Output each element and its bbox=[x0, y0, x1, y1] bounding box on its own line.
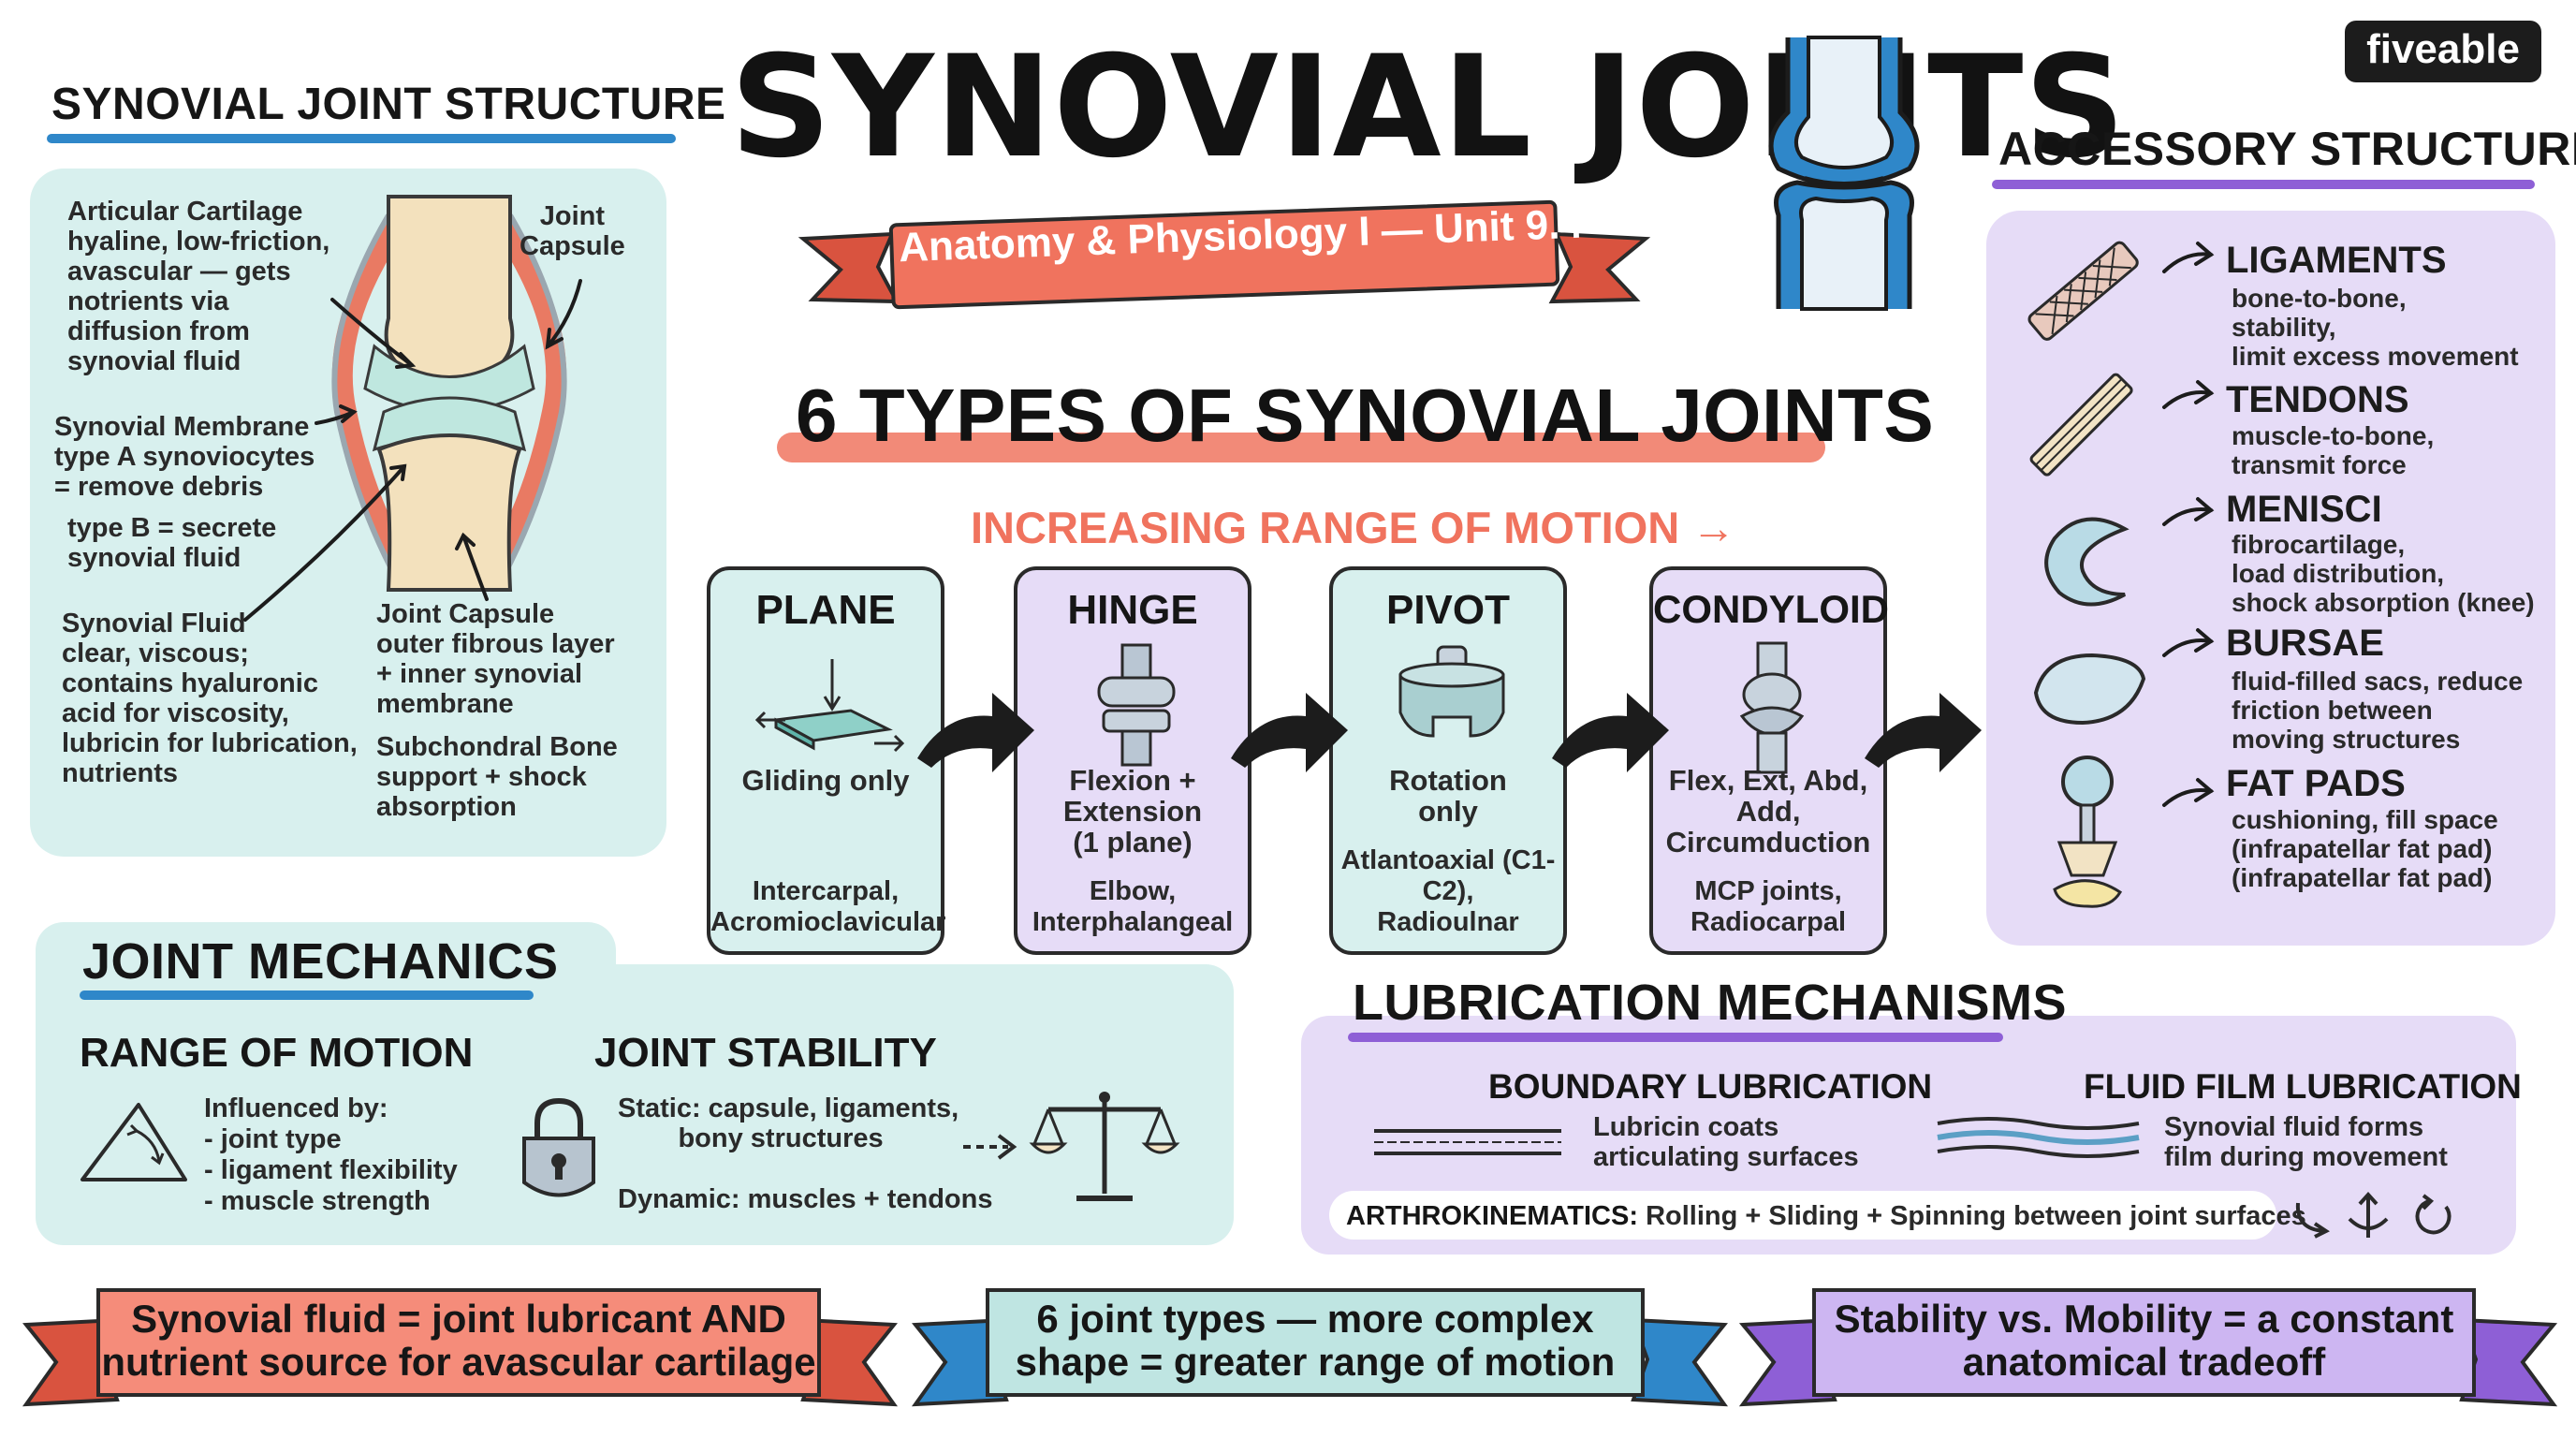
tendon-icon bbox=[2029, 373, 2133, 477]
accessory-name-bursae: BURSAE bbox=[2226, 623, 2384, 664]
accessory-desc-bursae: fluid-filled sacs, reduce friction betwe… bbox=[2232, 667, 2524, 754]
lubrication-heading-underline bbox=[1348, 1033, 2003, 1042]
arthrokinematics-box bbox=[1329, 1191, 2276, 1240]
plane-joint-icon bbox=[754, 659, 905, 753]
hinge-joint-icon bbox=[1097, 643, 1176, 767]
banner-joint-types: 6 joint types — more complex shape = gre… bbox=[1015, 1297, 1616, 1384]
banner-stability-mobility: Stability vs. Mobility = a constant anat… bbox=[1834, 1297, 2454, 1384]
accessory-desc-fat-pads: cushioning, fill space (infrapatellar fa… bbox=[2232, 805, 2498, 892]
boundary-title: BOUNDARY LUBRICATION bbox=[1488, 1067, 1933, 1106]
joint-card-hinge[interactable]: HINGE Flexion + Extension (1 plane) Elbo… bbox=[1014, 566, 1251, 955]
mechanics-panel bbox=[36, 964, 1234, 1245]
joint-card-pivot[interactable]: PIVOT Rotation only Atlantoaxial (C1-C2)… bbox=[1329, 566, 1567, 955]
synovial-fluid-label: Synovial Fluid clear, viscous; contains … bbox=[62, 609, 358, 788]
angle-icon bbox=[80, 1103, 187, 1181]
stability-title: JOINT STABILITY bbox=[594, 1030, 937, 1076]
accessory-desc-ligaments: bone-to-bone, stability, limit excess mo… bbox=[2232, 284, 2519, 371]
joint-card-plane[interactable]: PLANE Gliding only Intercarpal, Acromioc… bbox=[707, 566, 946, 955]
mechanics-heading: JOINT MECHANICS bbox=[82, 933, 559, 990]
rom-body: Influenced by: - joint type - ligament f… bbox=[204, 1093, 458, 1216]
arthrokinematics-label: ARTHROKINEMATICS: bbox=[1346, 1201, 1638, 1231]
ligament-icon bbox=[2027, 241, 2139, 341]
dynamic-stability-text: Dynamic: muscles + tendons bbox=[618, 1184, 993, 1214]
structure-heading: SYNOVIAL JOINT STRUCTURE bbox=[51, 80, 726, 129]
rolling-icon bbox=[2295, 1202, 2330, 1239]
fluid-film-title: FLUID FILM LUBRICATION bbox=[2084, 1067, 2522, 1106]
knee-joint-icon bbox=[1768, 36, 1920, 311]
dashed-arrow-icon bbox=[963, 1134, 1017, 1160]
accessory-heading-underline bbox=[1992, 180, 2535, 189]
subchondral-bone-label: Subchondral Bone support + shock absorpt… bbox=[376, 732, 618, 822]
joint-card-examples: Atlantoaxial (C1-C2), Radioulnar bbox=[1340, 845, 1556, 937]
arthrokinematics-line: ARTHROKINEMATICS: Rolling + Sliding + Sp… bbox=[1346, 1201, 2306, 1232]
banner-synovial-fluid: Synovial fluid = joint lubricant AND nut… bbox=[101, 1297, 816, 1384]
joint-card-examples: MCP joints, Radiocarpal bbox=[1690, 876, 1846, 937]
pivot-joint-icon bbox=[1398, 645, 1505, 738]
banner-ribbons bbox=[22, 1288, 2558, 1407]
sliding-icon bbox=[2348, 1192, 2389, 1238]
joint-card-title: PIVOT bbox=[1385, 587, 1511, 633]
joint-card-title: CONDYLOID bbox=[1653, 587, 1889, 631]
structure-pointer-arrows bbox=[243, 279, 582, 622]
fat-pad-icon bbox=[2053, 756, 2123, 908]
boundary-text: Lubricin coats articulating surfaces bbox=[1593, 1112, 1859, 1172]
joint-card-desc: Gliding only bbox=[741, 764, 910, 797]
joint-card-desc: Flexion + Extension (1 plane) bbox=[1062, 764, 1203, 858]
accessory-name-fat-pads: FAT PADS bbox=[2226, 763, 2406, 804]
arthrokinematics-text: Rolling + Sliding + Spinning between joi… bbox=[1646, 1201, 2306, 1231]
structure-heading-underline bbox=[47, 134, 676, 143]
joint-card-title: HINGE bbox=[1067, 587, 1198, 633]
fiveable-logo[interactable] bbox=[2345, 21, 2541, 82]
joint-capsule-bottom-label: Joint Capsule outer fibrous layer + inne… bbox=[376, 599, 615, 719]
articular-cartilage-label: Articular Cartilage hyaline, low-frictio… bbox=[67, 197, 330, 376]
accessory-heading: ACCESSORY STRUCTURES bbox=[1998, 123, 2576, 175]
types-heading: 6 TYPES OF SYNOVIAL JOINTS bbox=[796, 374, 1935, 457]
accessory-desc-tendons: muscle-to-bone, transmit force bbox=[2232, 421, 2435, 479]
joint-cross-section-illustration bbox=[331, 195, 567, 592]
boundary-layers-icon bbox=[1374, 1129, 1561, 1155]
balance-scale-icon bbox=[1029, 1092, 1180, 1201]
progression-arrows bbox=[917, 693, 1982, 772]
accessory-desc-menisci: fibrocartilage, load distribution, shock… bbox=[2232, 530, 2535, 617]
spinning-icon bbox=[2415, 1194, 2452, 1235]
rom-title: RANGE OF MOTION bbox=[80, 1030, 474, 1076]
meniscus-icon bbox=[2044, 517, 2130, 607]
lock-icon bbox=[522, 1097, 595, 1197]
accessory-name-tendons: TENDONS bbox=[2226, 379, 2409, 420]
accessory-name-ligaments: LIGAMENTS bbox=[2226, 240, 2447, 281]
static-stability-text: Static: capsule, ligaments, bony structu… bbox=[618, 1093, 959, 1153]
joint-capsule-top-label: Joint Capsule bbox=[520, 201, 625, 261]
accessory-name-menisci: MENISCI bbox=[2226, 489, 2382, 530]
bursa-icon bbox=[2033, 653, 2146, 726]
types-highlight bbox=[777, 433, 1825, 462]
mechanics-heading-underline bbox=[80, 990, 534, 1000]
joint-card-examples: Intercarpal, Acromioclavicular bbox=[710, 876, 946, 937]
accessory-arrows bbox=[2162, 242, 2215, 807]
structure-panel bbox=[30, 169, 666, 857]
joint-card-examples: Elbow, Interphalangeal bbox=[1032, 876, 1234, 937]
joint-card-condyloid[interactable]: CONDYLOID Flex, Ext, Abd, Add, Circumduc… bbox=[1649, 566, 1889, 955]
synovial-membrane-label: Synovial Membrane type A synoviocytes = … bbox=[54, 412, 315, 502]
joint-card-desc: Flex, Ext, Abd, Add, Circumduction bbox=[1665, 764, 1871, 858]
lubrication-heading: LUBRICATION MECHANISMS bbox=[1353, 975, 2067, 1031]
subtitle-ribbon bbox=[798, 199, 1651, 310]
condyloid-joint-icon bbox=[1739, 641, 1805, 774]
joint-card-desc: Rotation only bbox=[1389, 764, 1507, 828]
fluid-film-icon bbox=[1937, 1117, 2140, 1158]
type-b-label: type B = secrete synovial fluid bbox=[67, 513, 277, 573]
fiveable-logo-text: fiveable bbox=[2366, 26, 2520, 72]
range-of-motion-label: INCREASING RANGE OF MOTION → bbox=[971, 503, 1736, 552]
joint-card-title: PLANE bbox=[755, 587, 896, 633]
fluid-film-text: Synovial fluid forms film during movemen… bbox=[2164, 1112, 2448, 1172]
